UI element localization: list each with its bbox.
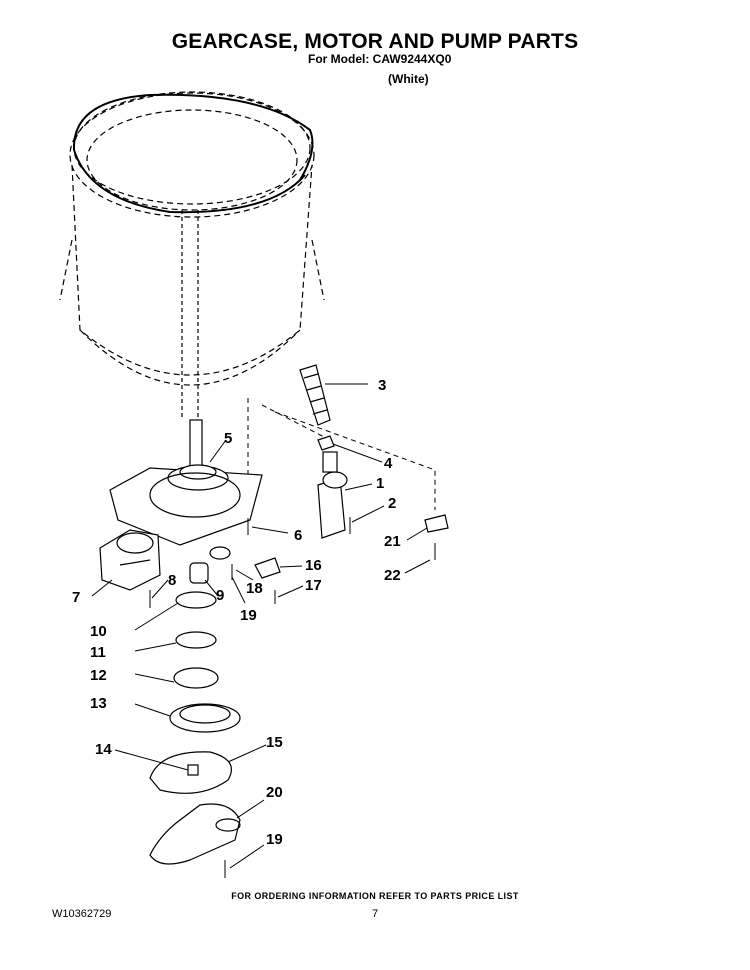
callout-16: 16 — [305, 557, 322, 574]
page-title: GEARCASE, MOTOR AND PUMP PARTS — [171, 30, 579, 53]
callout-13: 13 — [90, 695, 107, 712]
drain-hose — [299, 364, 331, 426]
callout-5: 5 — [224, 430, 232, 447]
part-10 — [175, 591, 217, 609]
part-12 — [173, 667, 219, 689]
leader-lines — [91, 383, 431, 869]
mounting-bracket — [424, 514, 449, 533]
ordering-note: FOR ORDERING INFORMATION REFER TO PARTS … — [231, 891, 519, 901]
color-line: (White) — [388, 72, 429, 86]
callout-4: 4 — [384, 455, 393, 472]
page-number: 7 — [372, 908, 379, 920]
tub-edge-detail — [72, 93, 314, 214]
callout-11: 11 — [90, 644, 106, 661]
document-number: W10362729 — [52, 908, 112, 920]
shaft-phantom — [181, 210, 199, 420]
callout-12: 12 — [90, 667, 107, 684]
hose-clamp — [317, 435, 335, 451]
callout-3: 3 — [378, 377, 386, 394]
callout-15: 15 — [266, 734, 283, 751]
callout-14: 14 — [95, 741, 112, 758]
callout-19: 19 — [240, 607, 257, 624]
pump — [317, 451, 348, 539]
pulley-nut — [187, 764, 199, 776]
callout-19b: 19 — [266, 831, 283, 848]
callout-17: 17 — [305, 577, 322, 594]
pump-cover — [149, 803, 241, 865]
part-16 — [254, 557, 281, 579]
callout-21: 21 — [384, 533, 401, 550]
callout-22: 22 — [384, 567, 401, 584]
pulley — [169, 703, 241, 733]
callout-2: 2 — [388, 495, 396, 512]
model-line: For Model: CAW9244XQ0 — [308, 52, 452, 66]
callout-8: 8 — [168, 572, 176, 589]
coupling — [209, 546, 231, 560]
part-9 — [189, 562, 209, 584]
callout-10: 10 — [90, 623, 107, 640]
callout-18: 18 — [246, 580, 263, 597]
drive-belt — [149, 751, 232, 794]
motor — [99, 529, 161, 591]
tub-outline — [59, 91, 325, 386]
gearcase — [109, 419, 263, 546]
callout-7: 7 — [72, 589, 80, 606]
callout-labels: 1 2 3 4 5 6 7 8 9 10 11 12 13 14 15 16 1… — [72, 377, 401, 848]
retaining-ring — [175, 631, 217, 649]
callout-1: 1 — [376, 475, 384, 492]
callout-9: 9 — [216, 587, 224, 604]
callout-6: 6 — [294, 527, 302, 544]
callout-20: 20 — [266, 784, 283, 801]
